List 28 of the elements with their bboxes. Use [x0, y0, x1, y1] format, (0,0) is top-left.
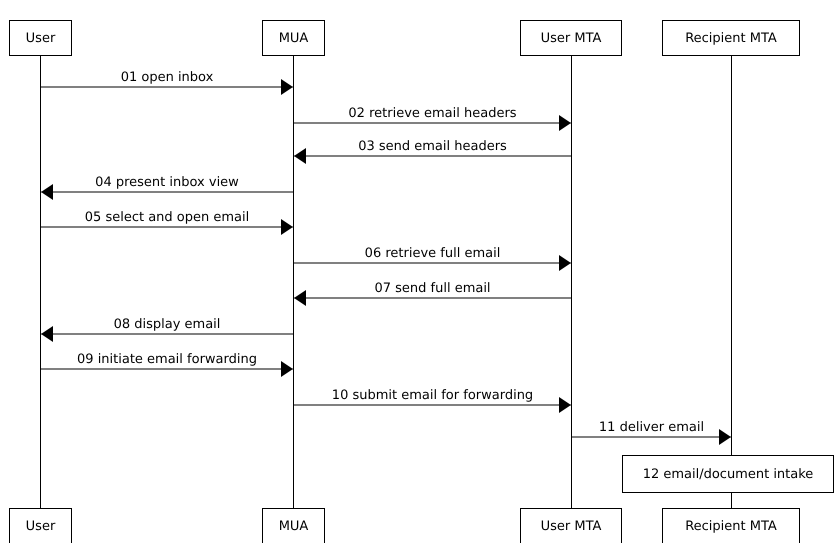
participant-box: User MTA: [520, 20, 622, 56]
lifeline: [293, 56, 294, 508]
message-arrow: [572, 429, 732, 445]
message-arrow: [294, 148, 572, 164]
participant-box: User MTA: [520, 508, 622, 543]
participant-box: User: [9, 508, 72, 543]
message-arrow: [294, 115, 572, 131]
note-box: 12 email/document intake: [622, 455, 834, 493]
message-label: 01 open inbox: [118, 70, 216, 85]
message-label: 09 initiate email forwarding: [75, 352, 259, 367]
message-arrow: [40, 326, 294, 342]
participant-box: Recipient MTA: [662, 20, 800, 56]
message-arrow: [40, 361, 294, 377]
message-arrow: [40, 219, 294, 235]
participant-box: User: [9, 20, 72, 56]
lifeline: [40, 56, 41, 508]
lifeline: [571, 56, 572, 508]
message-arrow: [294, 290, 572, 306]
message-arrow: [294, 255, 572, 271]
message-label: 08 display email: [112, 317, 222, 332]
participant-box: MUA: [262, 20, 325, 56]
message-label: 04 present inbox view: [93, 175, 241, 190]
lifeline: [731, 56, 732, 508]
message-arrow: [294, 397, 572, 413]
message-arrow: [40, 184, 294, 200]
participant-box: Recipient MTA: [662, 508, 800, 543]
participant-box: MUA: [262, 508, 325, 543]
message-arrow: [40, 79, 294, 95]
